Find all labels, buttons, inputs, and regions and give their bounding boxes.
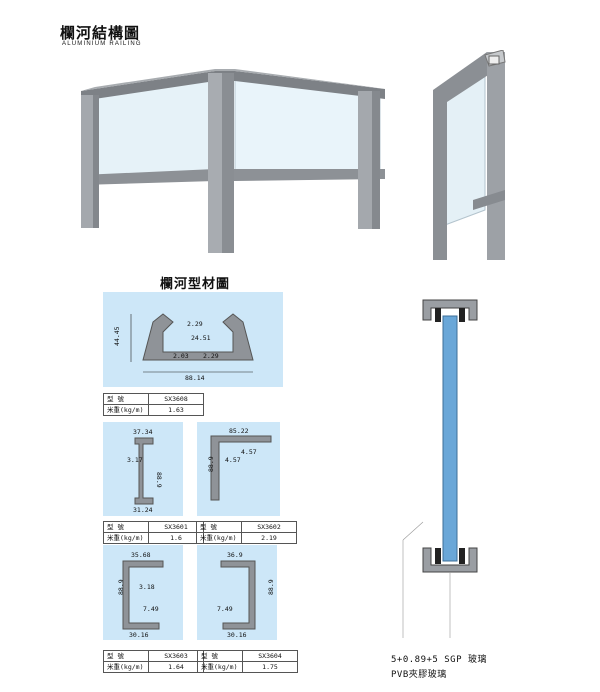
- dim-label: 30.16: [227, 631, 247, 639]
- glass-section-diagram: [402, 299, 478, 638]
- profile-drawing-sx3602: 85.22 88.9 4.57 4.57: [207, 427, 272, 501]
- profile-panel-sx3604: 36.9 88.9 7.49 30.16: [197, 545, 277, 640]
- dim-label: 31.24: [133, 506, 153, 514]
- dim-label: 7.49: [217, 605, 233, 613]
- dim-label: 88.9: [267, 579, 275, 595]
- profile-drawing-sx3601: 37.34 3.17 88.9 31.24: [127, 428, 163, 514]
- corner-railing-illustration: [81, 69, 385, 253]
- dim-label: 88.9: [117, 579, 125, 595]
- profile-drawing-sx3603: 35.68 88.9 3.18 7.49 30.16: [117, 551, 164, 639]
- dim-label: 36.9: [227, 551, 243, 559]
- dim-label: 7.49: [143, 605, 159, 613]
- dim-label: 37.34: [133, 428, 153, 436]
- profile-drawing-sx3608: 44.45 2.29 24.51 2.03 2.29 88.14: [113, 313, 254, 382]
- dim-label: 2.29: [203, 352, 219, 360]
- dim-label: 44.45: [113, 326, 121, 346]
- glass-spec-line-1: 5+0.89+5 SGP 玻璃: [391, 655, 487, 665]
- glass-spec-line-2: PVB夾膠玻璃: [391, 670, 447, 680]
- dim-label: 88.9: [207, 456, 215, 472]
- dim-label: 88.14: [185, 374, 205, 382]
- profile-panel-sx3601: 37.34 3.17 88.9 31.24: [103, 422, 183, 516]
- dim-label: 35.68: [131, 551, 151, 559]
- dim-label: 85.22: [229, 427, 249, 435]
- page-title: 欄河結構圖: [60, 24, 141, 42]
- dim-label: 30.16: [129, 631, 149, 639]
- profile-panel-sx3602: 85.22 88.9 4.57 4.57: [197, 422, 280, 516]
- dim-label: 3.18: [139, 583, 155, 591]
- profile-panel-sx3603: 35.68 88.9 3.18 7.49 30.16: [103, 545, 183, 640]
- profile-panel-sx3608: 44.45 2.29 24.51 2.03 2.29 88.14: [103, 292, 283, 387]
- side-railing-illustration: [433, 50, 506, 260]
- profile-drawing-sx3604: 36.9 88.9 7.49 30.16: [217, 551, 275, 639]
- dim-label: 24.51: [191, 334, 211, 342]
- page-subtitle: ALUMINIUM RAILING: [62, 41, 142, 47]
- dim-label: 88.9: [155, 472, 163, 488]
- dim-label: 4.57: [241, 448, 257, 456]
- section-title: 欄河型材圖: [160, 277, 231, 292]
- dim-label: 2.29: [187, 320, 203, 328]
- dim-label: 4.57: [225, 456, 241, 464]
- dim-label: 2.03: [173, 352, 189, 360]
- dim-label: 3.17: [127, 456, 143, 464]
